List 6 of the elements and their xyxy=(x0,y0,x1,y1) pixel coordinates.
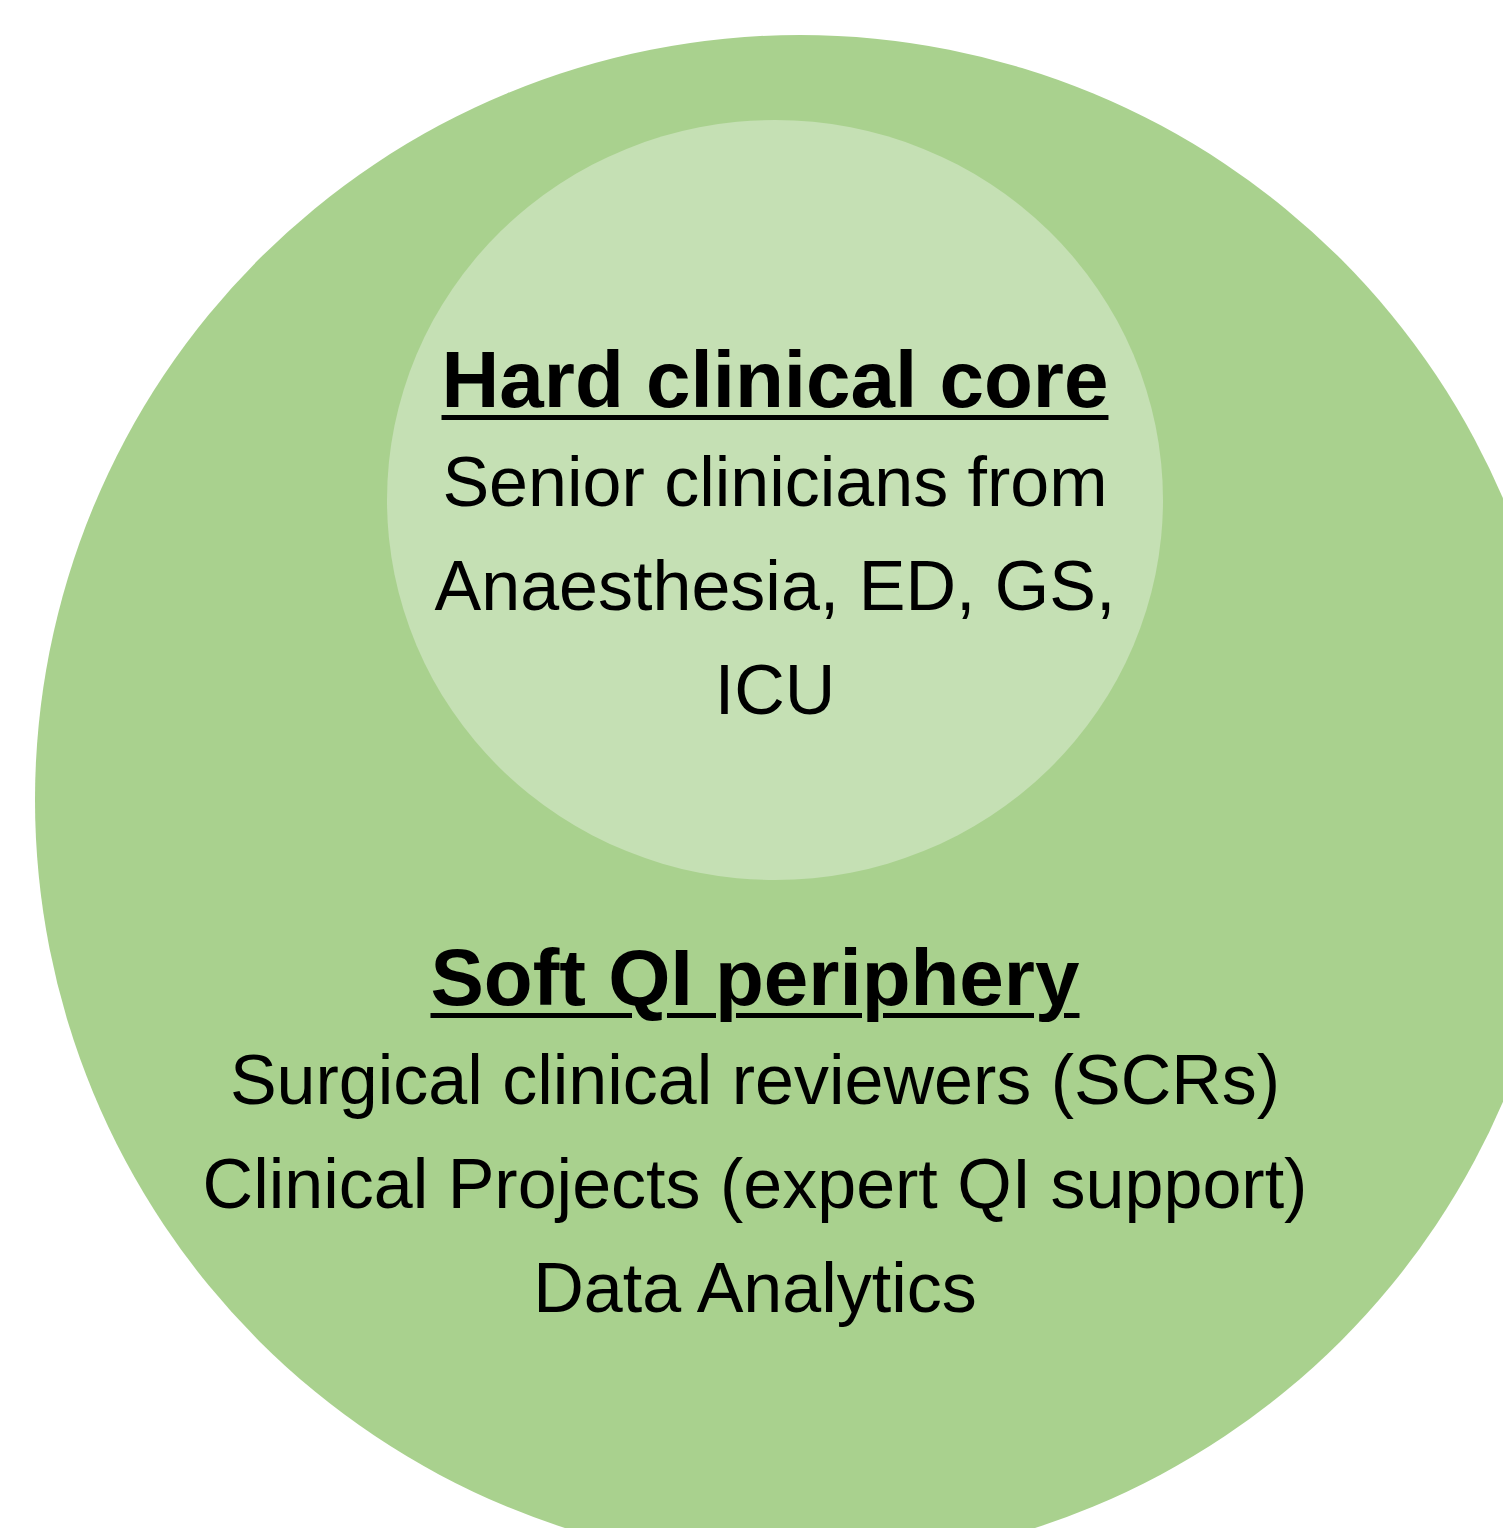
region-heading: Soft QI periphery xyxy=(430,932,1080,1024)
region-description: Data Analytics xyxy=(532,1248,978,1329)
region-description: Clinical Projects (expert QI support) xyxy=(201,1144,1309,1225)
region-heading: Hard clinical core xyxy=(441,334,1109,426)
region-description: Senior clinicians from Anaesthesia, ED, GS, ICU xyxy=(433,442,1117,731)
region-description: Surgical clinical reviewers (SCRs) xyxy=(228,1040,1282,1121)
